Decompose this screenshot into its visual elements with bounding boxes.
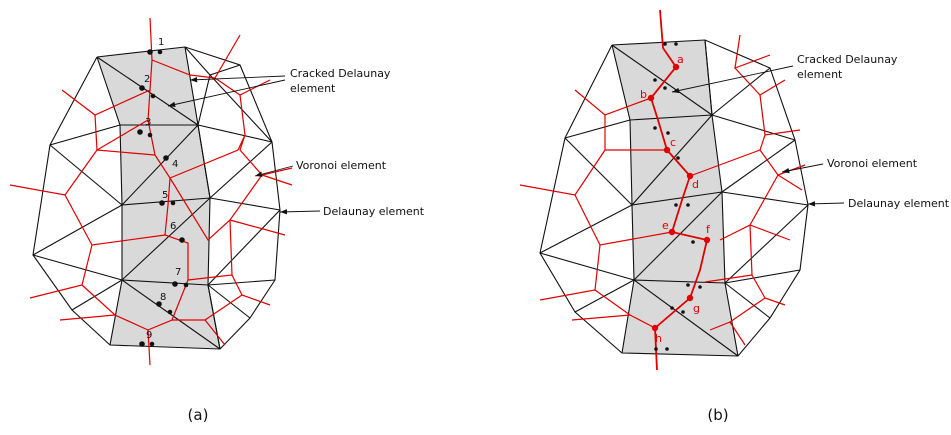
label-voronoi: Voronoi element	[296, 159, 387, 172]
nodes-b	[653, 42, 702, 351]
caption-b: (b)	[707, 406, 728, 424]
label-delaunay: Delaunay element	[848, 197, 950, 210]
voronoi-mesh-b	[519, 34, 806, 346]
delaunay-mesh-a	[32, 46, 281, 350]
panel-b: a b c d e f g h Cracked Delaunay element…	[519, 9, 950, 424]
delaunay-mesh-b	[539, 39, 809, 357]
point-number: 9	[146, 330, 152, 341]
node-letter: c	[670, 136, 676, 149]
label-cracked-line2: element	[290, 82, 336, 95]
node-letter: e	[662, 219, 669, 232]
annotations-a: Cracked Delaunay element Voronoi element…	[167, 67, 425, 424]
cracked-band-a	[97, 47, 220, 349]
label-cracked: Cracked Delaunay	[290, 67, 391, 80]
crack-nodes-b	[647, 63, 711, 332]
node-letter: a	[677, 53, 684, 66]
point-number: 2	[144, 74, 150, 85]
node-letter: f	[706, 223, 711, 236]
crack-path-b	[649, 9, 709, 371]
node-letters-b: a b c d e f g h	[640, 53, 711, 345]
point-number: 5	[162, 190, 168, 201]
point-number: 3	[145, 117, 151, 128]
point-number: 1	[158, 37, 164, 48]
cracked-band-b	[612, 40, 738, 356]
point-number: 7	[175, 267, 181, 278]
point-number: 6	[170, 221, 176, 232]
node-letter: h	[655, 332, 662, 345]
label-delaunay: Delaunay element	[323, 205, 425, 218]
label-cracked: Cracked Delaunay	[797, 53, 898, 66]
point-numbers-a: 1 2 3 4 5 6 7 8 9	[144, 37, 181, 341]
annotations-b: Cracked Delaunay element Voronoi element…	[671, 53, 950, 424]
node-letter: g	[693, 302, 700, 315]
point-number: 8	[160, 292, 166, 303]
node-letter: b	[640, 88, 647, 101]
voronoi-mesh-a	[9, 17, 293, 366]
nodes-a	[137, 49, 189, 347]
label-voronoi: Voronoi element	[827, 157, 918, 170]
point-number: 4	[172, 159, 178, 170]
panel-a: 1 2 3 4 5 6 7 8 9 Cracked Delaunay eleme…	[9, 17, 425, 424]
caption-a: (a)	[188, 406, 209, 424]
label-cracked-line2: element	[797, 68, 843, 81]
node-letter: d	[692, 178, 699, 191]
